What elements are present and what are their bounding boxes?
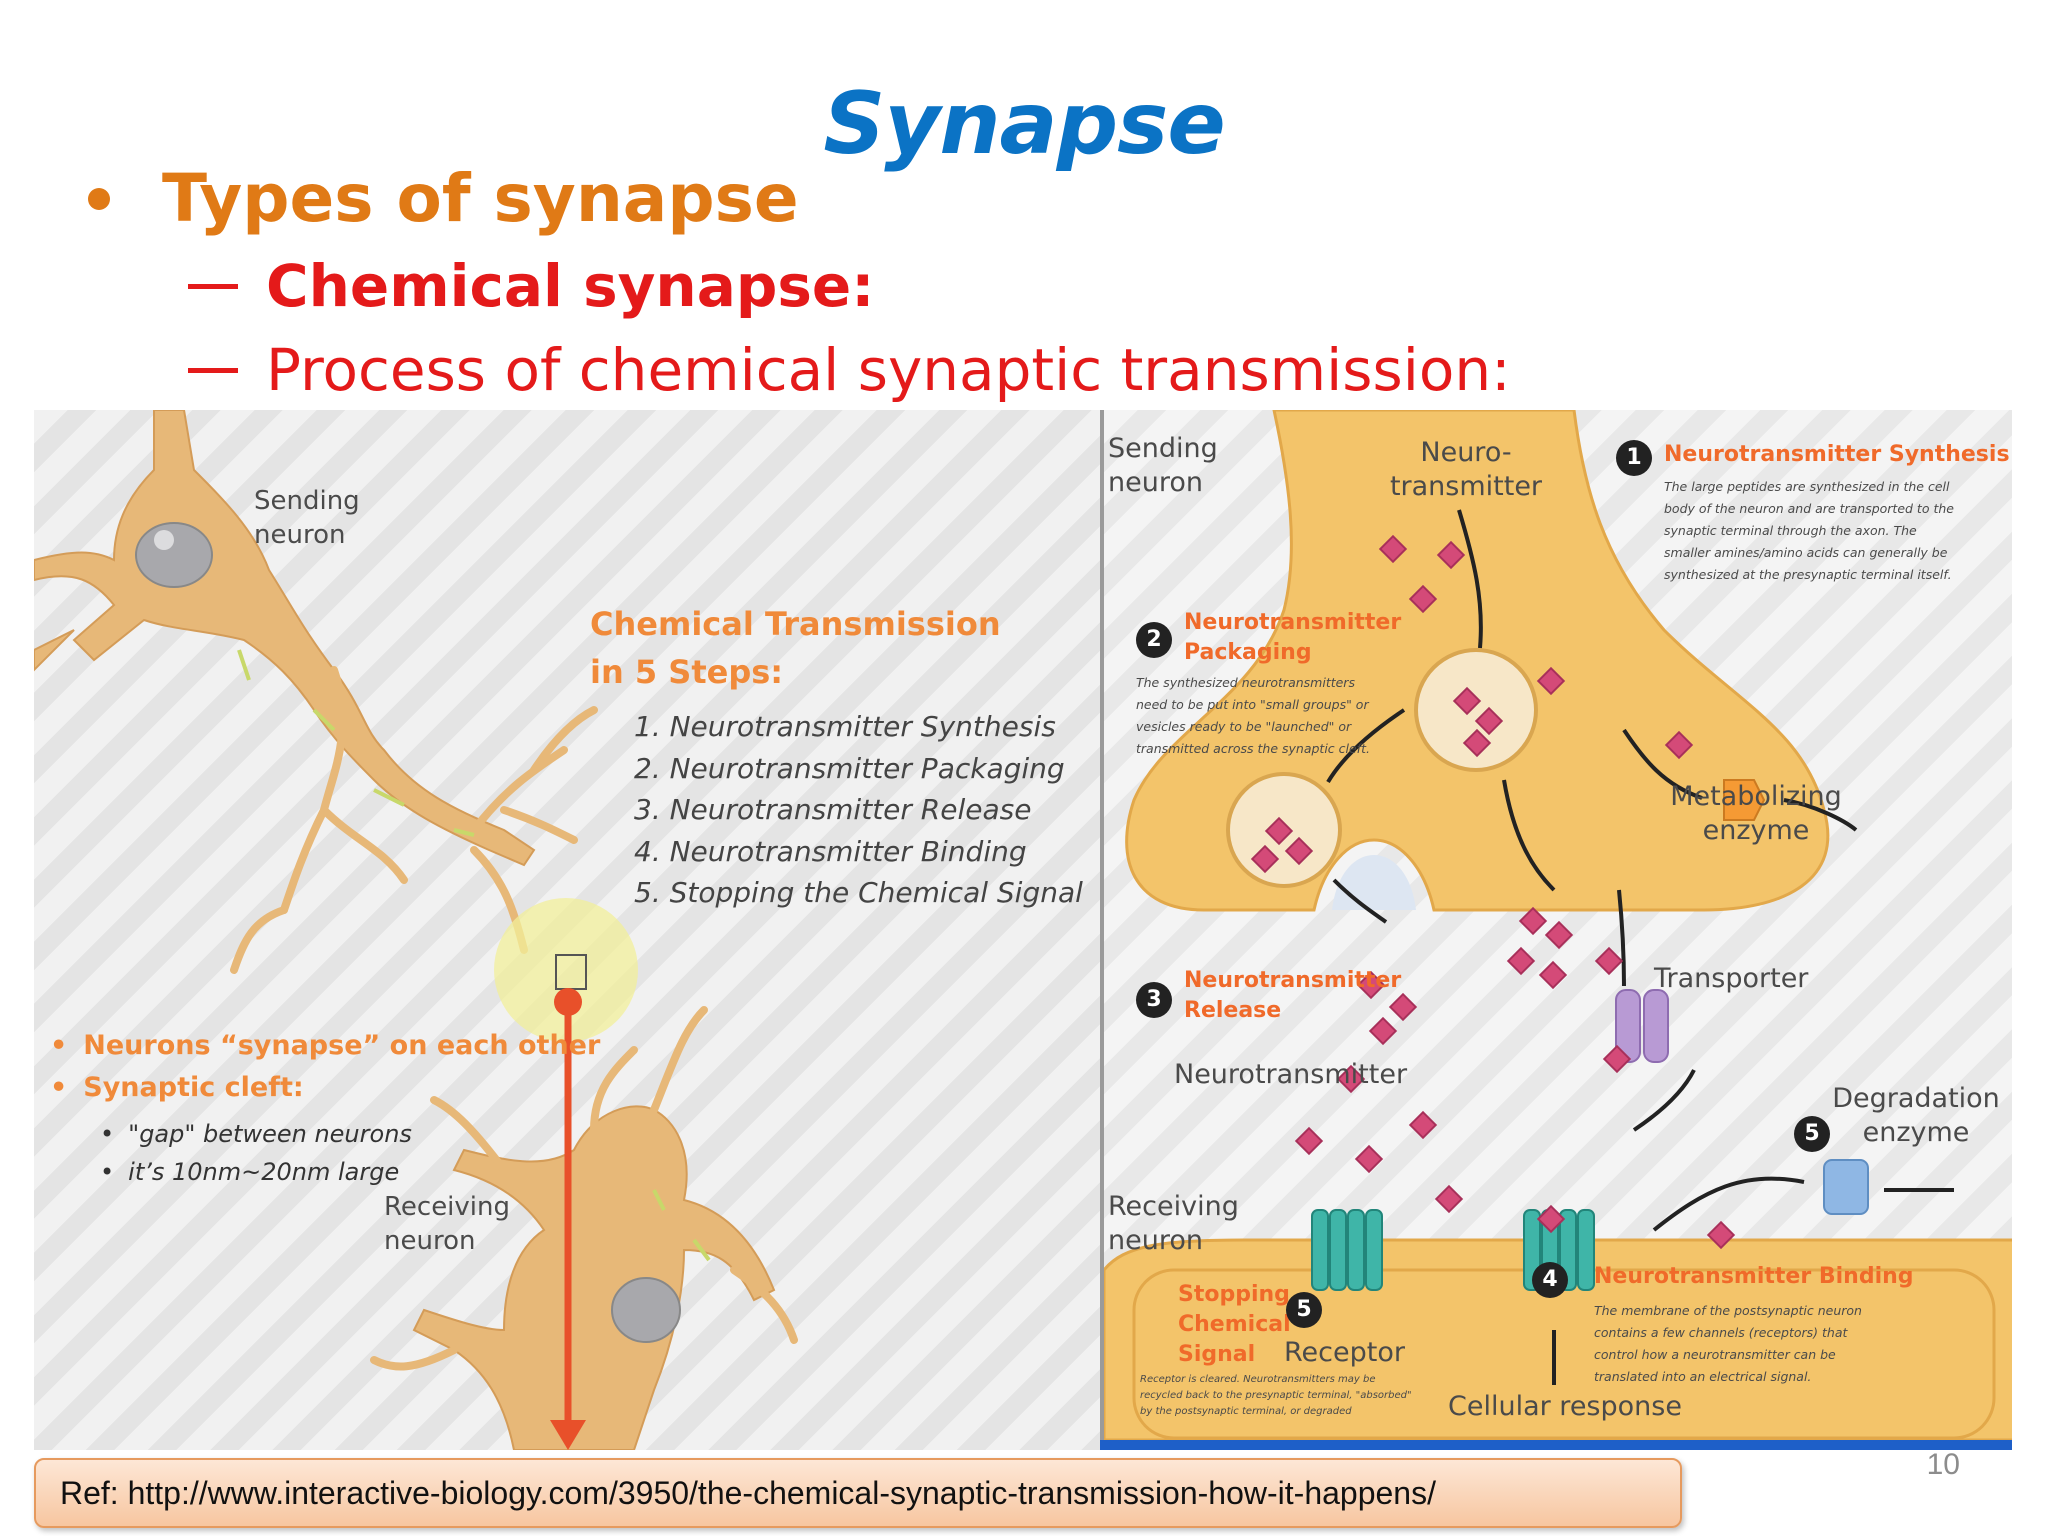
step-2-badge: 2: [1136, 622, 1172, 658]
slide-title: Synapse: [823, 74, 1225, 174]
list-item: it’s 10nm~20nm large: [100, 1153, 412, 1191]
figure-bottom-bar: [1100, 1440, 2012, 1450]
receptor-label: Receptor: [1284, 1337, 1405, 1368]
neurotransmitter-top-label: Neuro- transmitter: [1389, 437, 1543, 502]
neuron-illustration: [34, 410, 798, 1450]
list-item: "gap" between neurons: [100, 1115, 412, 1153]
step-2-title: Neurotransmitter Packaging: [1184, 610, 1402, 665]
synaptic-transmission-figure: Sending neuron Neuro- transmitter 1 Neur…: [1100, 410, 2012, 1450]
step-5-title: Stopping Chemical Signal: [1178, 1282, 1291, 1367]
neurotransmitter-label: Neurotransmitter: [1174, 1059, 1408, 1090]
metabolizing-enzyme-icon: [1723, 779, 1766, 821]
sending-neuron-label: Sending neuron: [1108, 433, 1218, 498]
sub-bullet-text: Chemical synapse:: [266, 252, 875, 320]
sub-bullet-chemical-synapse: Chemical synapse:: [188, 252, 874, 320]
synapse-points: Neurons “synapse” on each other Synaptic…: [50, 1025, 600, 1109]
cellular-response-label: Cellular response: [1448, 1391, 1682, 1422]
five-steps-list: 1. Neurotransmitter Synthesis 2. Neurotr…: [634, 706, 1083, 914]
nucleus-icon: [135, 522, 213, 588]
transporter-label: Transporter: [1654, 963, 1809, 994]
step-4-badge: 4: [1532, 1262, 1568, 1298]
down-arrow-icon: [550, 1420, 586, 1450]
synaptic-cleft-points: "gap" between neurons it’s 10nm~20nm lar…: [100, 1115, 412, 1191]
neuron-overview-figure: Sending neuron Chemical Transmission in …: [34, 410, 1100, 1450]
sending-neuron-label: Sending neuron: [254, 486, 360, 550]
list-item: 1. Neurotransmitter Synthesis: [634, 710, 1056, 743]
step-5-badge-lower: 5: [1286, 1292, 1322, 1328]
step-1-badge: 1: [1616, 440, 1652, 476]
list-item: 4. Neurotransmitter Binding: [634, 834, 1027, 868]
degradation-enzyme-label: Degradation enzyme: [1832, 1083, 2000, 1148]
neurotransmitter-icon: [1250, 534, 1736, 1250]
main-bullet-text: Types of synapse: [162, 160, 799, 237]
step-3-badge: 3: [1136, 982, 1172, 1018]
step-5-description: Receptor is cleared. Neurotransmitters m…: [1140, 1374, 1412, 1417]
reference-box: Ref: http://www.interactive-biology.com/…: [34, 1458, 1682, 1528]
bullet-dot-icon: [88, 187, 110, 210]
postsynaptic-neuron: [1104, 1238, 2012, 1442]
step-1-description: The large peptides are synthesized in th…: [1664, 479, 1954, 582]
sub-bullet-text: Process of chemical synaptic transmissio…: [266, 336, 1511, 404]
synapse-highlight: [494, 898, 638, 1042]
list-item: 5. Stopping the Chemical Signal: [634, 876, 1083, 909]
step-4-title: Neurotransmitter Binding: [1594, 1264, 1914, 1289]
receiving-neuron-label: Receiving neuron: [1108, 1191, 1239, 1256]
step-5-badge: 5: [1794, 1116, 1830, 1152]
synapse-illustration: [1104, 410, 2012, 1442]
main-bullet: Types of synapse: [88, 160, 799, 237]
step-3-title: Neurotransmitter Release: [1184, 968, 1402, 1023]
list-item: Synaptic cleft:: [50, 1067, 600, 1109]
transporter-icon: [1615, 989, 1669, 1063]
dash-icon: [188, 283, 238, 289]
step-4-description: The membrane of the postsynaptic neuron …: [1594, 1303, 1862, 1384]
sub-bullet-process: Process of chemical synaptic transmissio…: [188, 336, 1511, 404]
nucleus-icon: [611, 1277, 681, 1343]
list-item: 2. Neurotransmitter Packaging: [634, 751, 1065, 785]
chemical-transmission-heading: Chemical Transmission in 5 Steps:: [590, 605, 1001, 691]
step-2-description: The synthesized neurotransmitters need t…: [1136, 675, 1370, 756]
metabolizing-enzyme-label: Metabolizing enzyme: [1670, 781, 1842, 846]
receiving-neuron-label: Receiving neuron: [384, 1192, 511, 1256]
step-1-title: Neurotransmitter Synthesis: [1664, 442, 2010, 467]
page-number: 10: [1926, 1448, 1960, 1481]
degradation-enzyme-icon: [1823, 1159, 1869, 1215]
list-item: Neurons “synapse” on each other: [50, 1025, 600, 1067]
flow-arrows: [1326, 509, 1954, 1385]
dash-icon: [188, 367, 238, 373]
list-item: 3. Neurotransmitter Release: [634, 793, 1032, 826]
